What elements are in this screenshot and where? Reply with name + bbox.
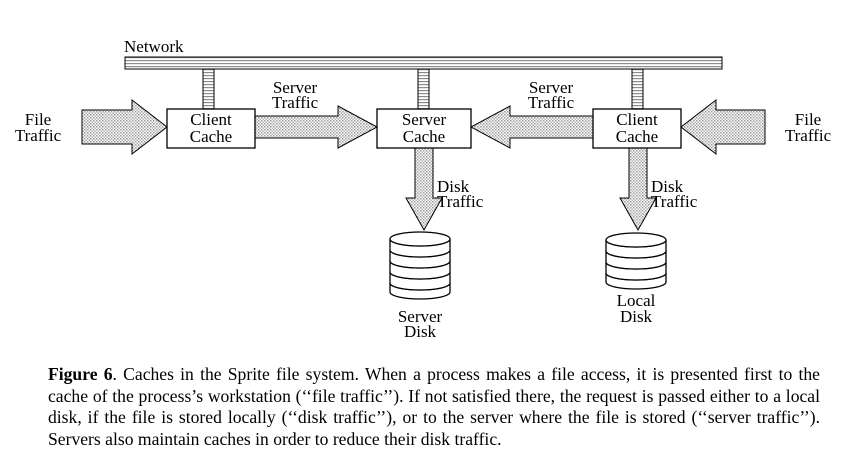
server-traffic-right-label-2: Traffic xyxy=(528,93,575,112)
server-cache: Server Cache xyxy=(376,108,472,149)
disk-traffic-server-label: Disk xyxy=(437,177,470,196)
figure-caption-text: . Caches in the Sprite file system. When… xyxy=(48,364,820,449)
file-traffic-left-arrow xyxy=(81,98,168,156)
file-traffic-right-label: File xyxy=(795,110,821,129)
local-disk-icon xyxy=(605,232,667,290)
client-cache-left: Client Cache xyxy=(166,108,256,149)
disk-traffic-local-arrow xyxy=(619,147,657,232)
client-cache-right: Client Cache xyxy=(592,108,682,149)
network-drops xyxy=(202,68,644,110)
figure-caption: Figure 6. Caches in the Sprite file syst… xyxy=(48,364,820,450)
svg-text:Cache: Cache xyxy=(403,127,445,146)
file-traffic-left-label: File xyxy=(25,110,51,129)
svg-text:Server: Server xyxy=(402,110,447,129)
disk-traffic-local-label: Disk xyxy=(651,177,684,196)
disk-traffic-server-label-2: Traffic xyxy=(437,192,484,211)
server-traffic-left-label-2: Traffic xyxy=(272,93,319,112)
network-label: Network xyxy=(124,37,184,56)
file-traffic-left-label-2: Traffic xyxy=(15,126,62,145)
server-traffic-right-label: Server xyxy=(529,78,574,97)
local-disk-label: Local xyxy=(617,291,656,310)
local-disk-label-2: Disk xyxy=(620,307,653,326)
server-disk-label: Server xyxy=(398,307,443,326)
server-traffic-right-arrow xyxy=(469,105,594,149)
server-traffic-left-arrow xyxy=(254,105,379,149)
network-bus: Network xyxy=(124,37,723,70)
file-traffic-right-label-2: Traffic xyxy=(785,126,832,145)
sprite-cache-diagram: Network File Traffic Server Traffic Serv… xyxy=(15,37,832,341)
server-disk-label-2: Disk xyxy=(404,322,437,341)
server-disk-icon xyxy=(389,231,451,300)
figure-caption-label: Figure 6 xyxy=(48,364,113,384)
svg-text:Client: Client xyxy=(190,110,232,129)
server-traffic-left-label: Server xyxy=(273,78,318,97)
file-traffic-right-arrow xyxy=(680,98,766,156)
svg-text:Cache: Cache xyxy=(190,127,232,146)
svg-text:Cache: Cache xyxy=(616,127,658,146)
svg-text:Client: Client xyxy=(616,110,658,129)
disk-traffic-local-label-2: Traffic xyxy=(651,192,698,211)
disk-traffic-server-arrow xyxy=(405,147,443,232)
